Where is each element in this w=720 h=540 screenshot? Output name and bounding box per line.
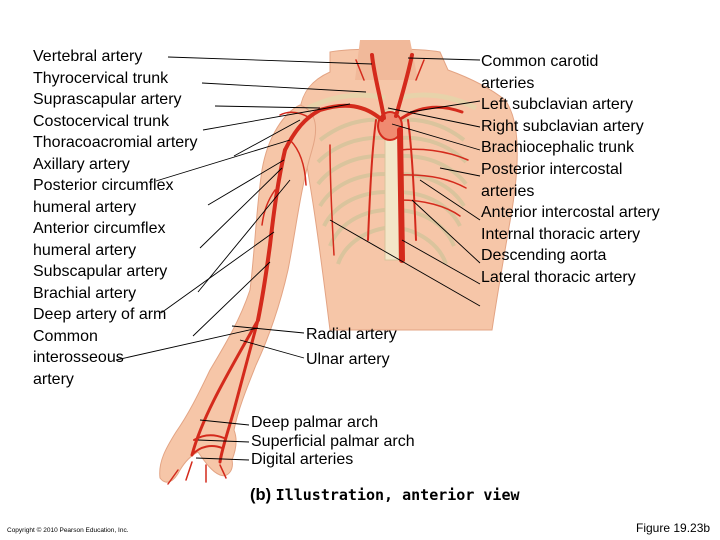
- label-brachiocephalic-trunk: Brachiocephalic trunk: [481, 139, 634, 157]
- leader-left-subclavian: [409, 100, 481, 113]
- label-deep-artery-of-arm: Deep artery of arm: [33, 306, 167, 323]
- label-thyrocervical-trunk: Thyrocervical trunk: [33, 69, 169, 87]
- caption-prefix: (b): [250, 486, 272, 504]
- leader-post-intercostal: [439, 167, 481, 177]
- forearm-label-group: Radial artery Ulnar artery: [306, 322, 397, 372]
- label-vertebral-artery: Vertebral artery: [33, 48, 143, 65]
- hand-label-group: Deep palmar arch Superficial palmar arch…: [251, 414, 415, 470]
- leader-subscapular: [197, 179, 291, 293]
- leader-descending-aorta: [401, 239, 481, 285]
- label-axillary-artery: Axillary artery: [33, 155, 130, 173]
- label-subscapular-artery: Subscapular artery: [33, 263, 168, 280]
- leader-brachiocephalic: [391, 123, 481, 151]
- label-descending-aorta: Descending aorta: [481, 247, 607, 265]
- label-right-subclavian-artery: Right subclavian artery: [481, 117, 644, 135]
- label-deep-palmar-arch: Deep palmar arch: [251, 414, 379, 431]
- leader-deep-arm: [192, 261, 271, 337]
- leader-post-circumflex: [207, 159, 285, 206]
- leader-lateral-thoracic: [329, 219, 481, 307]
- label-lateral-thoracic-artery: Lateral thoracic artery: [481, 268, 636, 286]
- figure-caption: (b) Illustration, anterior view: [250, 486, 520, 505]
- leader-superficial-palmar: [197, 439, 250, 443]
- leader-common-carotid: [407, 57, 481, 61]
- label-ulnar-artery: Ulnar artery: [306, 351, 390, 368]
- label-thoracoacromial-artery: Thoracoacromial artery: [33, 134, 198, 151]
- label-digital-arteries: Digital arteries: [251, 451, 354, 469]
- left-label-column: Vertebral artery Thyrocervical trunk Sup…: [33, 46, 233, 390]
- label-superficial-palmar-arch: Superficial palmar arch: [251, 432, 415, 450]
- label-common-interosseous-artery: Common interosseous artery: [33, 327, 124, 388]
- leader-digital: [195, 457, 250, 461]
- leader-ulnar: [239, 339, 305, 359]
- right-label-column: Common carotid arteries Left subclavian …: [481, 51, 716, 289]
- leader-brachial: [160, 231, 275, 314]
- leader-axillary: [155, 139, 291, 182]
- label-anterior-intercostal-artery: Anterior intercostal artery: [481, 204, 660, 222]
- label-posterior-intercostal-arteries: Posterior intercostal arteries: [481, 160, 623, 200]
- label-common-carotid-arteries: Common carotid arteries: [481, 53, 599, 92]
- leader-ant-intercostal: [419, 179, 481, 221]
- neck-shape: [355, 40, 418, 80]
- label-brachial-artery: Brachial artery: [33, 284, 137, 302]
- leader-ant-circumflex: [199, 167, 283, 249]
- leader-lines: [115, 56, 481, 461]
- leader-vertebral: [167, 56, 373, 65]
- leader-internal-thoracic: [411, 199, 481, 264]
- copyright-notice: Copyright © 2010 Pearson Education, Inc.: [7, 527, 129, 534]
- leader-deep-palmar: [199, 419, 250, 426]
- label-costocervical-trunk: Costocervical trunk: [33, 112, 170, 130]
- leader-suprascapular: [214, 105, 321, 109]
- label-posterior-circumflex-humeral-artery: Posterior circumflex humeral artery: [33, 177, 174, 216]
- leader-common-interosseous: [115, 327, 259, 361]
- leader-right-subclavian: [387, 107, 481, 128]
- leader-thyrocervical: [201, 82, 367, 93]
- figure-number: Figure 19.23b: [636, 521, 711, 535]
- label-anterior-circumflex-humeral-artery: Anterior circumflex humeral artery: [33, 220, 166, 259]
- label-internal-thoracic-artery: Internal thoracic artery: [481, 225, 641, 243]
- leader-costocervical: [202, 103, 351, 131]
- clavicle-right: [398, 92, 478, 111]
- caption-text: Illustration, anterior view: [275, 486, 520, 504]
- label-radial-artery: Radial artery: [306, 326, 397, 343]
- arteries: [167, 53, 469, 485]
- label-left-subclavian-artery: Left subclavian artery: [481, 96, 634, 114]
- label-suprascapular-artery: Suprascapular artery: [33, 91, 182, 108]
- leader-thoracoacromial: [233, 119, 301, 157]
- leader-radial: [231, 325, 305, 334]
